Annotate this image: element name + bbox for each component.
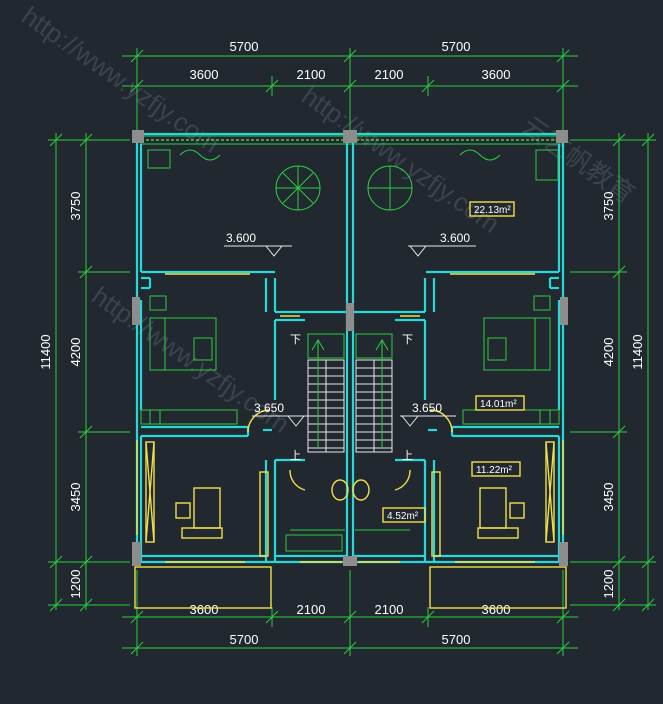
windows xyxy=(136,273,564,563)
dim-top-sub-1: 3600 xyxy=(190,67,219,82)
dim-right-sub-2: 4200 xyxy=(601,338,616,367)
dim-left-sub-3: 3450 xyxy=(68,483,83,512)
area-label: 22.13m² xyxy=(474,205,511,216)
dim-bottom-sub-4: 3600 xyxy=(482,602,511,617)
dim-right-sub-4: 1200 xyxy=(601,570,616,599)
dim-left-sub-4: 1200 xyxy=(68,570,83,599)
area-label: 14.01m² xyxy=(480,399,517,410)
bottom-dimension-lines xyxy=(122,570,578,656)
staircase xyxy=(307,359,393,453)
study-furniture xyxy=(145,441,555,557)
structural-columns xyxy=(132,130,568,566)
level-label: 3.600 xyxy=(440,231,470,245)
right-dimension-lines xyxy=(570,133,656,612)
dim-right-total: 11400 xyxy=(630,334,645,369)
area-tags xyxy=(382,201,525,523)
door-swings xyxy=(247,409,453,491)
level-markers xyxy=(224,245,476,427)
dim-top-total-right: 5700 xyxy=(442,39,471,54)
dim-bottom-total-right: 5700 xyxy=(442,632,471,647)
stair-treads xyxy=(308,367,392,449)
dim-bottom-total-left: 5700 xyxy=(230,632,259,647)
stair-arrows xyxy=(307,333,393,448)
dim-bottom-sub-3: 2100 xyxy=(375,602,404,617)
stair-label-down-left: 下 xyxy=(290,333,301,346)
terrace-furniture xyxy=(147,149,559,211)
dim-bottom-sub-2: 2100 xyxy=(297,602,326,617)
front-balconies xyxy=(134,566,567,609)
level-label: 3.650 xyxy=(254,401,284,415)
watermark-text: http://www.yzfjy.com xyxy=(87,280,296,439)
area-label: 11.22m² xyxy=(476,465,513,476)
dim-left-total: 11400 xyxy=(38,334,53,369)
area-label: 4.52m² xyxy=(387,511,419,522)
dim-top-sub-3: 2100 xyxy=(375,67,404,82)
stair-label-up-left: 上 xyxy=(290,449,301,462)
dim-right-sub-1: 3750 xyxy=(601,192,616,221)
dim-top-total-left: 5700 xyxy=(230,39,259,54)
bedroom-furniture xyxy=(140,295,560,425)
left-dimension-lines xyxy=(48,133,130,612)
level-label: 3.600 xyxy=(226,231,256,245)
bathroom-fixtures xyxy=(285,479,410,552)
dim-left-sub-1: 3750 xyxy=(68,192,83,221)
dim-top-sub-2: 2100 xyxy=(297,67,326,82)
watermark-text: 云艺帆教育 xyxy=(517,110,641,209)
dim-top-sub-4: 3600 xyxy=(482,67,511,82)
stair-label-up-right: 上 xyxy=(402,449,413,462)
dim-bottom-sub-1: 3600 xyxy=(190,602,219,617)
dim-right-sub-3: 3450 xyxy=(601,483,616,512)
dim-left-sub-2: 4200 xyxy=(68,338,83,367)
level-label: 3.650 xyxy=(412,401,442,415)
top-dimension-lines xyxy=(122,48,578,130)
stair-label-down-right: 下 xyxy=(402,333,413,346)
watermark-layer: http://www.yzfjy.com http://www.yzfjy.co… xyxy=(17,0,641,439)
